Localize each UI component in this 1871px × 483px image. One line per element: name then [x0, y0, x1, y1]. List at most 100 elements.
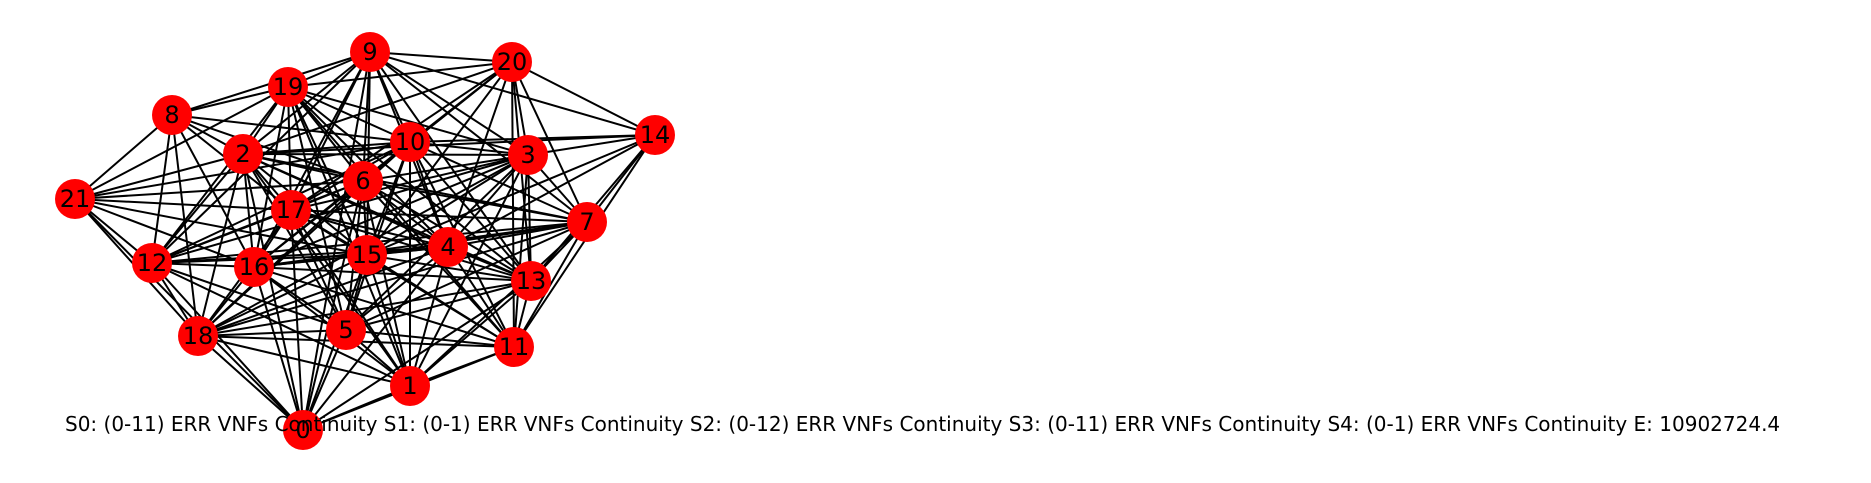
- node-label-2: 2: [235, 140, 250, 168]
- node-0: [283, 410, 323, 450]
- edge-14-3: [527, 134, 656, 156]
- edge-9-2: [242, 51, 371, 155]
- edge-14-4: [447, 134, 656, 248]
- edge-16-13: [253, 266, 532, 282]
- node-7: [567, 202, 607, 242]
- node-13: [511, 261, 551, 301]
- edge-21-0: [74, 198, 304, 431]
- node-6: [343, 161, 383, 201]
- edge-21-15: [74, 198, 368, 256]
- edge-15-13: [366, 254, 532, 282]
- node-label-5: 5: [338, 316, 353, 344]
- edge-4-5: [345, 246, 449, 331]
- node-label-9: 9: [362, 38, 377, 66]
- node-label-14: 14: [640, 121, 671, 149]
- edge-16-0: [253, 266, 304, 431]
- edge-20-15: [366, 61, 513, 256]
- edge-20-2: [242, 61, 513, 155]
- edge-9-7: [369, 51, 588, 223]
- node-2: [223, 134, 263, 174]
- node-19: [268, 67, 308, 107]
- edge-6-1: [362, 180, 411, 387]
- edge-21-17: [74, 198, 292, 211]
- node-21: [55, 179, 95, 219]
- node-label-21: 21: [60, 185, 91, 213]
- edge-19-17: [287, 86, 292, 211]
- edge-4-1: [409, 246, 449, 387]
- node-16: [234, 247, 274, 287]
- edge-20-14: [511, 61, 656, 136]
- node-18: [178, 316, 218, 356]
- edge-3-13: [527, 154, 532, 282]
- edge-2-13: [242, 153, 532, 282]
- node-label-10: 10: [395, 128, 426, 156]
- node-label-0: 0: [295, 416, 310, 444]
- edge-12-0: [151, 262, 304, 431]
- edge-2-0: [242, 153, 304, 431]
- node-15: [347, 235, 387, 275]
- node-label-17: 17: [276, 196, 307, 224]
- node-12: [132, 243, 172, 283]
- edge-13-0: [302, 280, 532, 431]
- edge-14-2: [242, 134, 656, 155]
- edge-3-12: [151, 154, 529, 264]
- edge-18-0: [197, 335, 304, 431]
- edge-2-21: [74, 153, 244, 200]
- edge-5-11: [345, 329, 515, 348]
- edge-21-6: [74, 180, 364, 200]
- edge-7-16: [253, 221, 588, 268]
- edge-18-5: [197, 329, 347, 337]
- node-label-20: 20: [497, 48, 528, 76]
- node-10: [390, 122, 430, 162]
- edge-12-4: [151, 246, 449, 264]
- edge-19-21: [74, 86, 289, 200]
- edge-8-6: [171, 114, 364, 182]
- node-20: [492, 42, 532, 82]
- edge-3-17: [290, 154, 529, 211]
- node-8: [152, 95, 192, 135]
- edge-17-12: [151, 209, 292, 264]
- node-9: [350, 32, 390, 72]
- node-4: [428, 227, 468, 267]
- node-5: [326, 310, 366, 350]
- edge-6-0: [302, 180, 364, 431]
- edge-7-18: [197, 221, 588, 337]
- edge-3-4: [447, 154, 529, 248]
- node-label-11: 11: [499, 333, 530, 361]
- node-14: [635, 115, 675, 155]
- edge-15-18: [197, 254, 368, 337]
- edge-8-18: [171, 114, 199, 337]
- edge-8-21: [74, 114, 173, 200]
- edge-7-1: [409, 221, 588, 387]
- node-label-7: 7: [579, 208, 594, 236]
- edge-9-20: [369, 51, 513, 63]
- edge-15-11: [366, 254, 515, 348]
- node-label-3: 3: [520, 141, 535, 169]
- edge-4-0: [302, 246, 449, 431]
- edge-17-4: [290, 209, 449, 248]
- edge-13-18: [197, 280, 532, 337]
- edge-3-6: [362, 154, 529, 182]
- node-17: [271, 190, 311, 230]
- node-label-6: 6: [355, 167, 370, 195]
- edge-2-18: [197, 153, 244, 337]
- edge-20-11: [511, 61, 515, 348]
- edge-4-18: [197, 246, 449, 337]
- edge-20-7: [511, 61, 588, 223]
- node-label-8: 8: [164, 101, 179, 129]
- caption-text: S0: (0-11) ERR VNFs Continuity S1: (0-1)…: [65, 412, 1780, 436]
- edge-3-15: [366, 154, 529, 256]
- node-label-16: 16: [239, 253, 270, 281]
- node-label-12: 12: [137, 249, 168, 277]
- edge-19-10: [287, 86, 411, 143]
- node-label-1: 1: [402, 372, 417, 400]
- node-3: [508, 135, 548, 175]
- edge-18-1: [197, 335, 411, 387]
- edge-14-15: [366, 134, 656, 256]
- edge-6-7: [362, 180, 588, 223]
- edge-12-1: [151, 262, 411, 387]
- node-label-18: 18: [183, 322, 214, 350]
- edge-19-11: [287, 86, 515, 348]
